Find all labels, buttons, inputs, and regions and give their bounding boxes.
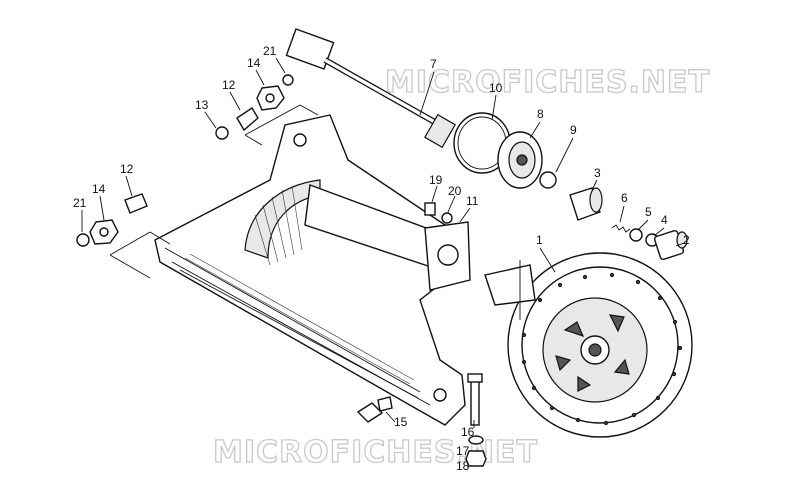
- callout-4: 4: [661, 213, 668, 227]
- part-7-drive-shaft: [285, 28, 456, 149]
- callout-5: 5: [645, 205, 652, 219]
- callout-21-left: 21: [73, 196, 87, 210]
- callout-10: 10: [489, 81, 503, 95]
- callout-21-top: 21: [263, 44, 277, 58]
- part-5-washer: [629, 228, 643, 242]
- callout-7: 7: [430, 57, 437, 71]
- callout-8: 8: [537, 107, 544, 121]
- part-1-disc-hub: [484, 252, 693, 438]
- swing-arm-hatching: [184, 185, 415, 385]
- callout-19: 19: [429, 173, 443, 187]
- callout-12-top: 12: [222, 78, 236, 92]
- part-9-ring: [539, 171, 557, 189]
- callout-20: 20: [448, 184, 462, 198]
- callout-13: 13: [195, 98, 209, 112]
- part-13-washer: [215, 126, 229, 140]
- callout-1: 1: [536, 233, 543, 247]
- leader-lines: [81, 57, 685, 428]
- callout-16: 16: [461, 425, 475, 439]
- callout-11: 11: [466, 194, 479, 208]
- callout-17: 17: [456, 444, 470, 458]
- watermark-bottom: MICROFICHES.NET: [213, 435, 538, 470]
- swing-arm: [154, 114, 471, 426]
- callout-14-left: 14: [92, 182, 106, 196]
- part-2-gear: [653, 229, 688, 261]
- part-21-left-washer: [76, 233, 90, 247]
- part-12-left-stud: [124, 193, 148, 214]
- part-19-bolt: [424, 202, 436, 216]
- callout-15: 15: [394, 415, 408, 429]
- callout-9: 9: [570, 123, 577, 137]
- part-3-bearing: [569, 187, 603, 221]
- part-16-long-bolt: [467, 373, 483, 426]
- part-20-washer: [441, 212, 453, 224]
- callout-3: 3: [594, 166, 601, 180]
- watermark-top: MICROFICHES.NET: [385, 65, 710, 100]
- part-17-washer: [468, 435, 484, 445]
- left-hardware: [76, 193, 171, 279]
- callout-14-top: 14: [247, 56, 261, 70]
- part-18-nut: [465, 450, 487, 467]
- part-8-bearing-housing: [497, 131, 543, 189]
- callouts: 1 2 3 4 5 6 7 8 9 10 11 12 12 13 14 14 1…: [73, 44, 690, 473]
- top-hardware: [215, 74, 319, 146]
- callout-18: 18: [456, 459, 470, 473]
- part-15-bolt: [356, 396, 393, 423]
- callout-12-left: 12: [120, 162, 134, 176]
- part-6-spring: [611, 224, 631, 233]
- callout-6: 6: [621, 191, 628, 205]
- callout-2: 2: [683, 233, 690, 247]
- part-21-top-washer: [282, 74, 294, 86]
- part-12-top-stud: [236, 107, 259, 132]
- disc-perforations: [521, 272, 683, 426]
